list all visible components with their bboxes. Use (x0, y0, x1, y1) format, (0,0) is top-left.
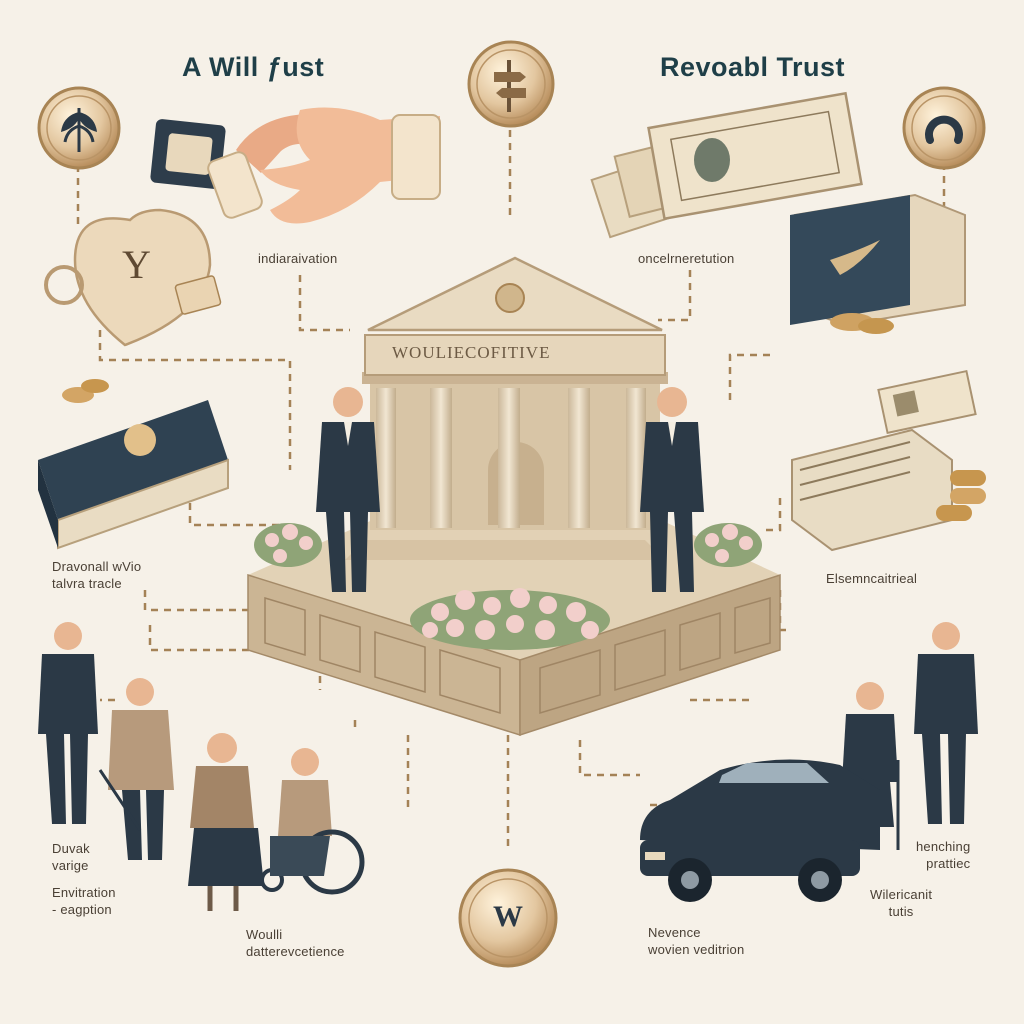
closed-book-icon (790, 193, 966, 334)
title-revocable-trust: Revoabl Trust (660, 52, 846, 82)
label-bottom-center-left: Woulli datterevcetience (246, 927, 345, 959)
label-top-right-center: oncelrneretution (638, 251, 735, 266)
label-bottom-left-2: Envitration - eagption (52, 885, 116, 917)
leaf-medallion-icon (37, 86, 121, 170)
arc-medallion-icon (902, 86, 986, 170)
elderly-man-suit (38, 622, 98, 824)
money-bills-icon (590, 91, 863, 239)
elderly-man-cane (98, 678, 174, 860)
svg-text:Y: Y (122, 242, 151, 287)
courthouse-building (345, 256, 668, 560)
w-medallion-icon (458, 868, 558, 968)
label-bottom-right-1: henching prattiec (916, 839, 971, 871)
sedan-car-icon (640, 759, 880, 902)
document-stack-icon (791, 428, 986, 552)
man-in-suit-left (316, 387, 380, 592)
man-in-suit-right (640, 387, 704, 592)
signpost-medallion-icon (467, 40, 555, 128)
man-suit-right-bottom (914, 622, 978, 824)
label-bottom-left-1: Duvak varige (52, 841, 90, 873)
flower-arrangement (254, 523, 762, 650)
elderly-woman (188, 733, 264, 911)
money-note-icon (877, 369, 977, 435)
label-mid-left: Dravonall wVio talvra tracle (52, 559, 142, 591)
ledger-book-icon (38, 400, 229, 550)
label-bottom-center-right: Nevence wovien veditrion (648, 925, 745, 957)
label-bottom-right-2: Wilericanit tutis (870, 887, 933, 919)
heart-lock-icon: Y (44, 208, 222, 347)
building-facade-text: WOULIECOFITIVE (392, 343, 551, 362)
person-in-wheelchair (260, 748, 365, 895)
label-mid-right: Elsemncaitrieal (826, 571, 918, 586)
coins-icon (62, 379, 109, 403)
label-top-left-center: indiaraivation (258, 251, 338, 266)
handshake-icon (207, 107, 441, 224)
medallion-letter-bottom: W (493, 900, 523, 933)
title-will-trust: A Will ƒust (182, 52, 325, 82)
id-card-icon (150, 119, 226, 189)
